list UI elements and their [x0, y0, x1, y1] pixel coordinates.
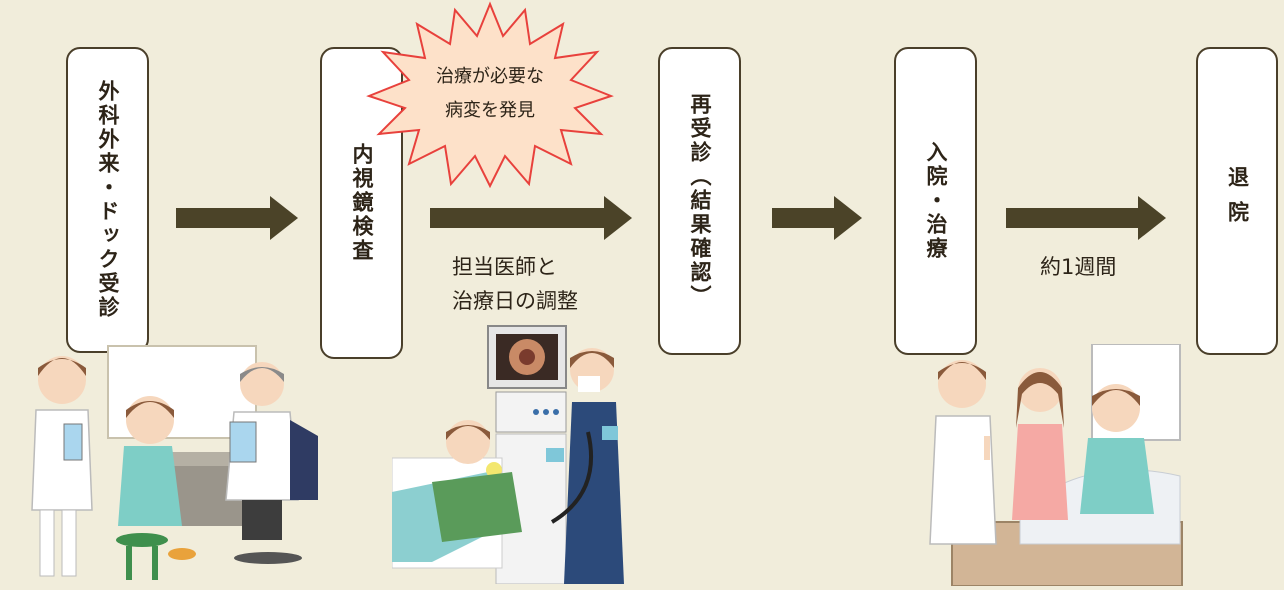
- schedule-caption-line-1: 担当医師と: [452, 255, 557, 279]
- arrow-right-icon: [176, 196, 298, 240]
- step-label: 外科外来・ドック受診: [96, 80, 120, 320]
- duration-caption: 約1週間: [1040, 255, 1117, 279]
- burst-line-2: 病変を発見: [445, 100, 535, 121]
- arrow-right-icon: [772, 196, 862, 240]
- arrow-right-icon: [1006, 196, 1166, 240]
- step-label: 退院: [1225, 166, 1250, 236]
- burst-text: 治療が必要な 病変を発見: [365, 60, 615, 128]
- schedule-caption: 担当医師と 治療日の調整: [452, 250, 578, 318]
- step-label: 内視鏡検査: [350, 143, 374, 263]
- starburst-icon: [366, 1, 614, 188]
- schedule-caption-line-2: 治療日の調整: [452, 289, 578, 313]
- step-label: 入院・治療: [924, 141, 948, 261]
- step-box-outpatient: 外科外来・ドック受診: [66, 47, 149, 353]
- step-box-discharge: 退院: [1196, 47, 1278, 355]
- step-box-revisit: 再受診（結果確認）: [658, 47, 741, 355]
- burst-line-1: 治療が必要な: [436, 66, 544, 87]
- hospital-ward-illustration: [929, 344, 1183, 586]
- step-label: 再受診（結果確認）: [688, 93, 712, 309]
- arrow-right-icon: [430, 196, 632, 240]
- outpatient-consultation-illustration: [31, 345, 318, 580]
- step-box-admission: 入院・治療: [894, 47, 977, 355]
- endoscopy-illustration: [392, 325, 624, 584]
